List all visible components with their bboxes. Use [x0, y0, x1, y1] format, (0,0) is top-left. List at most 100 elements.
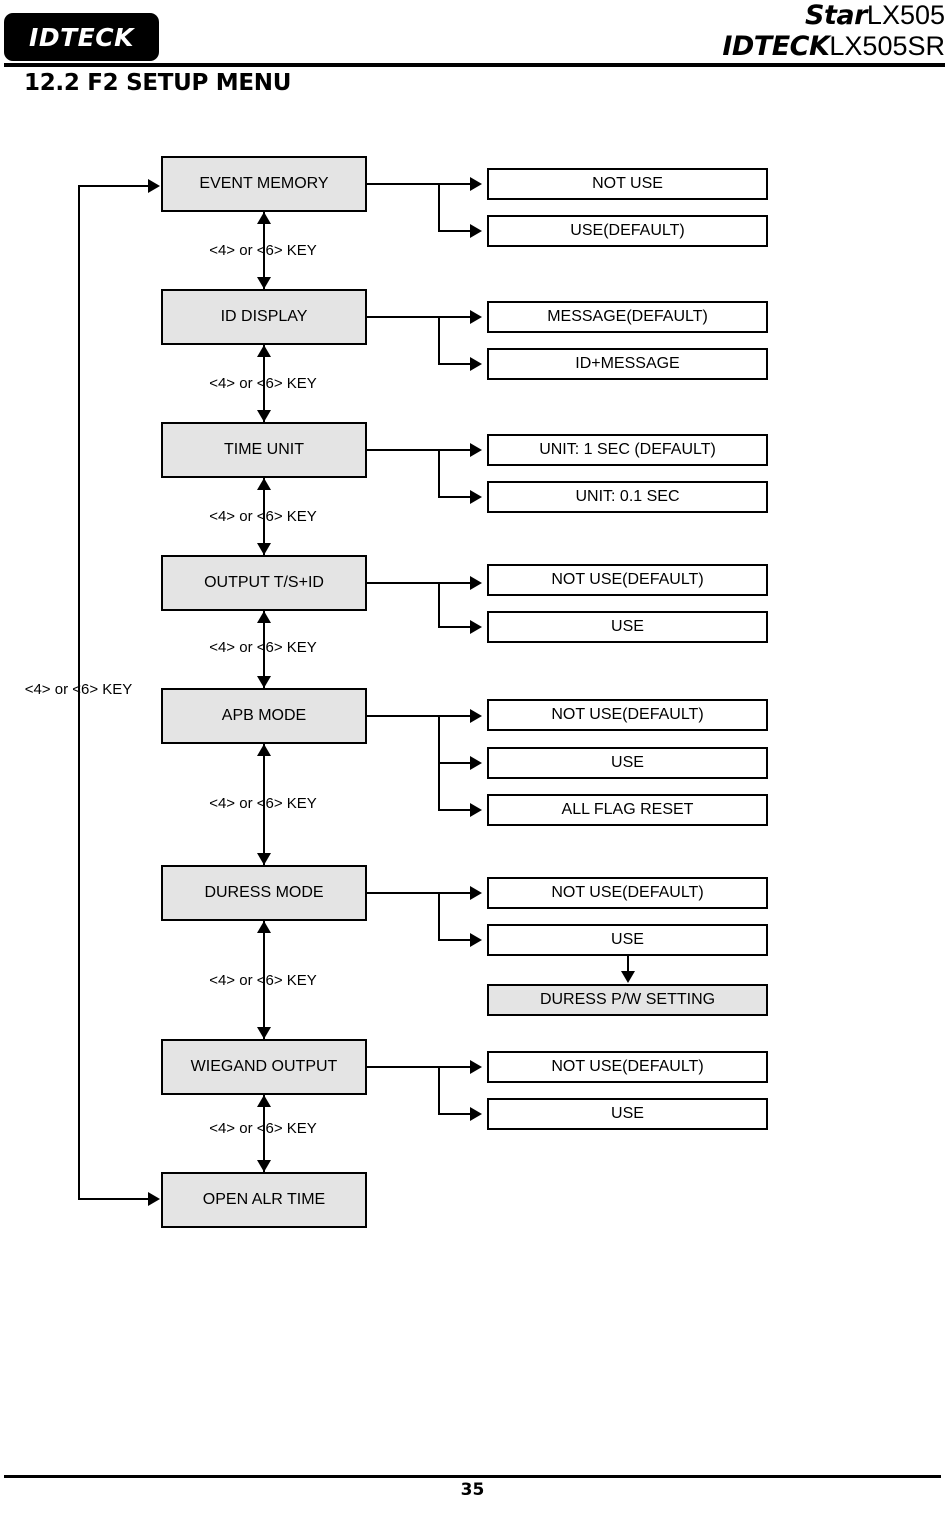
option-box-not-use-default-3[interactable]: NOT USE(DEFAULT) — [487, 564, 768, 596]
branch-arrow-2-1 — [470, 490, 482, 504]
branch-stub-5-0 — [438, 892, 474, 894]
menu-box-output-ts-id[interactable]: OUTPUT T/S+ID — [161, 555, 367, 611]
branch-stub-2-1 — [438, 496, 474, 498]
page-title: 12.2 F2 SETUP MENU — [24, 70, 292, 96]
key-label-2: <4> or <6> KEY — [209, 508, 317, 525]
branch-trunk-3 — [438, 582, 440, 627]
branch-trunk-0 — [438, 183, 440, 231]
connector-down-arrow-4 — [257, 853, 271, 865]
option-box-not-use-default-6[interactable]: NOT USE(DEFAULT) — [487, 1051, 768, 1083]
branch-trunk-2 — [438, 449, 440, 497]
key-label-6: <4> or <6> KEY — [209, 1120, 317, 1137]
connector-up-arrow-6 — [257, 1095, 271, 1107]
branch-stub-6-0 — [438, 1066, 474, 1068]
page-number: 35 — [460, 1480, 485, 1500]
option-box-not-use-default-5[interactable]: NOT USE(DEFAULT) — [487, 877, 768, 909]
branch-line-3 — [367, 582, 440, 584]
connector-line-4 — [263, 744, 265, 865]
connector-down-arrow-1 — [257, 410, 271, 422]
option-box-message-default[interactable]: MESSAGE(DEFAULT) — [487, 301, 768, 333]
branch-arrow-3-0 — [470, 576, 482, 590]
branch-arrow-6-0 — [470, 1060, 482, 1074]
menu-box-wiegand-output[interactable]: WIEGAND OUTPUT — [161, 1039, 367, 1095]
branch-arrow-2-0 — [470, 443, 482, 457]
branch-line-5 — [367, 892, 440, 894]
branch-arrow-4-0 — [470, 709, 482, 723]
option-box-use-3[interactable]: USE — [487, 611, 768, 643]
branch-trunk-5 — [438, 892, 440, 940]
branch-line-2 — [367, 449, 440, 451]
branch-stub-4-2 — [438, 809, 474, 811]
loop-bottom-line — [78, 1198, 150, 1200]
branch-arrow-5-1 — [470, 933, 482, 947]
header-company-model: LX505SR — [829, 31, 945, 61]
option-box-duress-pw-setting[interactable]: DURESS P/W SETTING — [487, 984, 768, 1016]
loop-bottom-arrowhead — [148, 1192, 160, 1206]
connector-up-arrow-2 — [257, 478, 271, 490]
key-label-5: <4> or <6> KEY — [209, 972, 317, 989]
header-idteck-brand: IDTECK — [722, 31, 830, 62]
option-box-use-5[interactable]: USE — [487, 924, 768, 956]
connector-up-arrow-1 — [257, 345, 271, 357]
connector-line-5 — [263, 921, 265, 998]
menu-box-duress-mode[interactable]: DURESS MODE — [161, 865, 367, 921]
branch-arrow-4-1 — [470, 756, 482, 770]
header-divider — [4, 63, 945, 67]
branch-stub-2-0 — [438, 449, 474, 451]
branch-line-4 — [367, 715, 440, 717]
header-product-model: LX505 — [866, 0, 945, 30]
menu-box-open-alr-time[interactable]: OPEN ALR TIME — [161, 1172, 367, 1228]
option-box-unit-01-sec[interactable]: UNIT: 0.1 SEC — [487, 481, 768, 513]
branch-arrow-1-0 — [470, 310, 482, 324]
header-company-line: IDTECKLX505SR — [722, 31, 945, 62]
duress-sub-arrowhead — [621, 971, 635, 983]
connector-down-arrow-6 — [257, 1160, 271, 1172]
branch-trunk-1 — [438, 316, 440, 364]
menu-box-event-memory[interactable]: EVENT MEMORY — [161, 156, 367, 212]
branch-stub-1-0 — [438, 316, 474, 318]
branch-stub-1-1 — [438, 363, 474, 365]
loop-top-line — [78, 185, 150, 187]
option-box-all-flag-reset[interactable]: ALL FLAG RESET — [487, 794, 768, 826]
branch-arrow-5-0 — [470, 886, 482, 900]
loop-vertical-line — [78, 185, 80, 1200]
option-box-not-use[interactable]: NOT USE — [487, 168, 768, 200]
connector-up-arrow-0 — [257, 212, 271, 224]
branch-line-6 — [367, 1066, 440, 1068]
key-label-4: <4> or <6> KEY — [209, 795, 317, 812]
key-label-0: <4> or <6> KEY — [209, 242, 317, 259]
branch-trunk-6 — [438, 1066, 440, 1114]
key-label-1: <4> or <6> KEY — [209, 375, 317, 392]
footer-divider — [4, 1475, 941, 1478]
header-product-line: StarLX505 — [722, 0, 945, 31]
branch-line-1 — [367, 316, 440, 318]
branch-arrow-0-1 — [470, 224, 482, 238]
option-box-use-6[interactable]: USE — [487, 1098, 768, 1130]
branch-arrow-3-1 — [470, 620, 482, 634]
duress-sub-line — [627, 956, 629, 975]
branch-line-0 — [367, 183, 440, 185]
branch-stub-3-1 — [438, 626, 474, 628]
menu-box-time-unit[interactable]: TIME UNIT — [161, 422, 367, 478]
connector-line-1 — [263, 345, 265, 422]
menu-box-apb-mode[interactable]: APB MODE — [161, 688, 367, 744]
branch-stub-4-0 — [438, 715, 474, 717]
key-label-3: <4> or <6> KEY — [209, 639, 317, 656]
connector-line-6 — [263, 1095, 265, 1172]
branch-stub-0-1 — [438, 230, 474, 232]
branch-stub-5-1 — [438, 939, 474, 941]
option-box-id-message[interactable]: ID+MESSAGE — [487, 348, 768, 380]
branch-stub-6-1 — [438, 1113, 474, 1115]
branch-arrow-0-0 — [470, 177, 482, 191]
connector-down-arrow-3 — [257, 676, 271, 688]
branch-arrow-1-1 — [470, 357, 482, 371]
header-star-brand: Star — [805, 0, 867, 31]
option-box-not-use-default-4[interactable]: NOT USE(DEFAULT) — [487, 699, 768, 731]
option-box-use-default[interactable]: USE(DEFAULT) — [487, 215, 768, 247]
menu-box-id-display[interactable]: ID DISPLAY — [161, 289, 367, 345]
option-box-unit-1-sec[interactable]: UNIT: 1 SEC (DEFAULT) — [487, 434, 768, 466]
branch-arrow-6-1 — [470, 1107, 482, 1121]
option-box-use-4[interactable]: USE — [487, 747, 768, 779]
connector-up-arrow-4 — [257, 744, 271, 756]
